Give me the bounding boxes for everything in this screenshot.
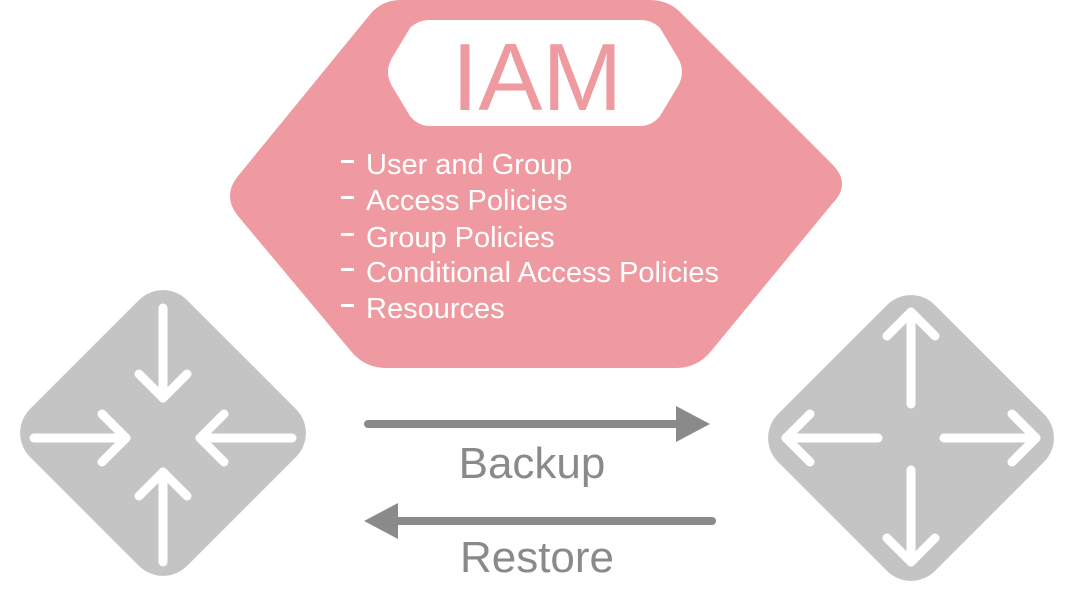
restore-arrow-head: [364, 503, 398, 539]
item-group-policies: Group Policies: [366, 222, 555, 254]
bullet-dash: [341, 196, 354, 199]
item-resources: Resources: [366, 293, 505, 325]
item-user-and-group: User and Group: [366, 149, 572, 181]
iam-title-banner: [388, 20, 682, 126]
iam-title: IAM: [452, 24, 623, 131]
bullet-dash: [341, 304, 354, 307]
list-item: User and Group: [341, 149, 572, 181]
bullet-dash: [341, 160, 354, 163]
backup-flow: Backup: [364, 406, 710, 488]
item-conditional-access-policies: Conditional Access Policies: [366, 257, 719, 289]
list-item: Group Policies: [341, 222, 555, 254]
list-item: Resources: [341, 293, 505, 325]
backup-arrow-head: [676, 406, 710, 442]
bullet-dash: [341, 268, 354, 271]
item-access-policies: Access Policies: [366, 185, 567, 217]
arrows-converge-icon: [29, 303, 297, 567]
right-node-diamond: [768, 295, 1054, 581]
iam-item-list: User and Group Access Policies Group Pol…: [341, 149, 719, 325]
list-item: Conditional Access Policies: [341, 257, 719, 289]
backup-label: Backup: [459, 439, 606, 488]
restore-label: Restore: [460, 533, 614, 582]
restore-flow: Restore: [364, 503, 716, 582]
left-node: [20, 290, 306, 576]
iam-octagon: [230, 0, 842, 368]
iam-group: IAM User and Group Access Policies Group…: [230, 0, 842, 368]
list-item: Access Policies: [341, 185, 567, 217]
arrows-diverge-icon: [781, 307, 1041, 567]
left-node-diamond: [20, 290, 306, 576]
right-node: [768, 295, 1054, 581]
bullet-dash: [341, 233, 354, 236]
